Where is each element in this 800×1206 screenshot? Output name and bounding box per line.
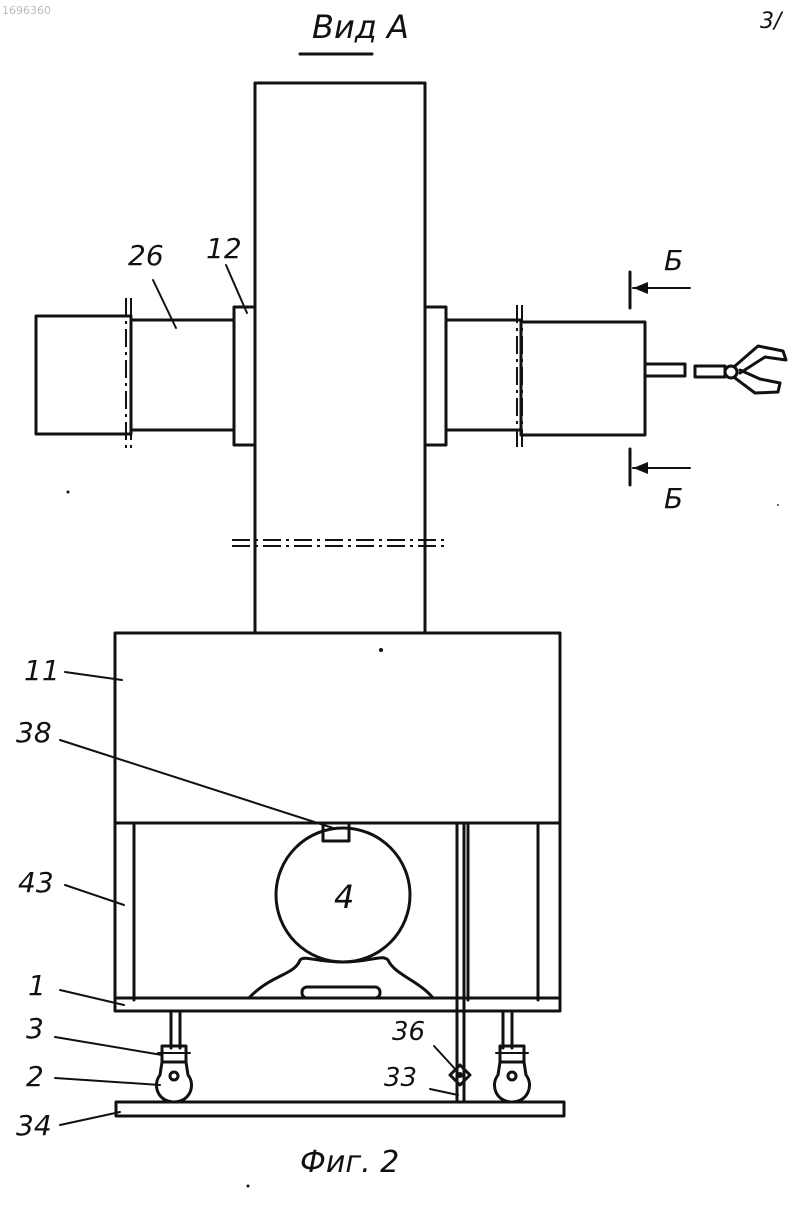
- right-wheel: [494, 1062, 529, 1102]
- leader-3: [55, 1037, 162, 1055]
- joint-36-pin: [457, 1072, 463, 1078]
- housing-11: [115, 633, 560, 823]
- callout-11: 11: [24, 654, 60, 687]
- motor-base-pad: [302, 987, 380, 998]
- gripper-rod: [645, 364, 685, 376]
- left-sleeve-inner: [131, 320, 234, 430]
- right-flange: [425, 307, 446, 445]
- leader-38: [60, 740, 333, 828]
- leader-11: [65, 672, 122, 680]
- gripper-pivot: [725, 366, 737, 378]
- left-flange-12: [234, 307, 255, 445]
- callout-38: 38: [16, 716, 52, 749]
- leader-2: [55, 1078, 160, 1085]
- callout-34: 34: [16, 1109, 52, 1142]
- figure-caption: Фиг. 2: [300, 1145, 399, 1180]
- section-label-top: Б: [664, 244, 683, 277]
- callout-3: 3: [26, 1012, 44, 1045]
- base-plate-1: [115, 998, 560, 1011]
- callout-1: 1: [28, 969, 46, 1002]
- speck: [247, 1185, 250, 1188]
- left-wheel-axle: [170, 1072, 178, 1080]
- view-title: Вид А: [312, 8, 409, 46]
- callout-33: 33: [384, 1063, 417, 1093]
- right-sleeve-inner: [446, 320, 521, 430]
- section-mark-top-arrowhead: [633, 282, 648, 294]
- central-column: [255, 83, 425, 633]
- speck: [67, 491, 70, 494]
- section-mark-bottom-arrowhead: [633, 462, 648, 474]
- motor-label: 4: [334, 878, 354, 916]
- callout-2: 2: [26, 1060, 44, 1093]
- housing-dot: [379, 648, 383, 652]
- leader-36: [434, 1046, 456, 1070]
- speck: [777, 504, 779, 506]
- gripper-rod-2: [695, 366, 725, 377]
- callout-26: 26: [128, 239, 164, 272]
- callout-43: 43: [18, 866, 54, 899]
- leader-33: [430, 1089, 458, 1095]
- section-label-bottom: Б: [664, 482, 683, 515]
- right-sleeve-outer: [521, 322, 645, 435]
- document-id: 1696360: [2, 4, 51, 17]
- callout-36: 36: [392, 1017, 425, 1047]
- leader-34: [60, 1112, 120, 1125]
- left-sleeve-outer: [36, 316, 131, 434]
- rail-plate-34: [116, 1102, 564, 1116]
- motor-mount: [249, 958, 433, 998]
- right-wheel-axle: [508, 1072, 516, 1080]
- left-wheel-2: [156, 1062, 191, 1102]
- callout-12: 12: [206, 232, 242, 265]
- gripper-jaw-upper: [735, 346, 786, 373]
- corner-mark: 3/: [760, 9, 784, 34]
